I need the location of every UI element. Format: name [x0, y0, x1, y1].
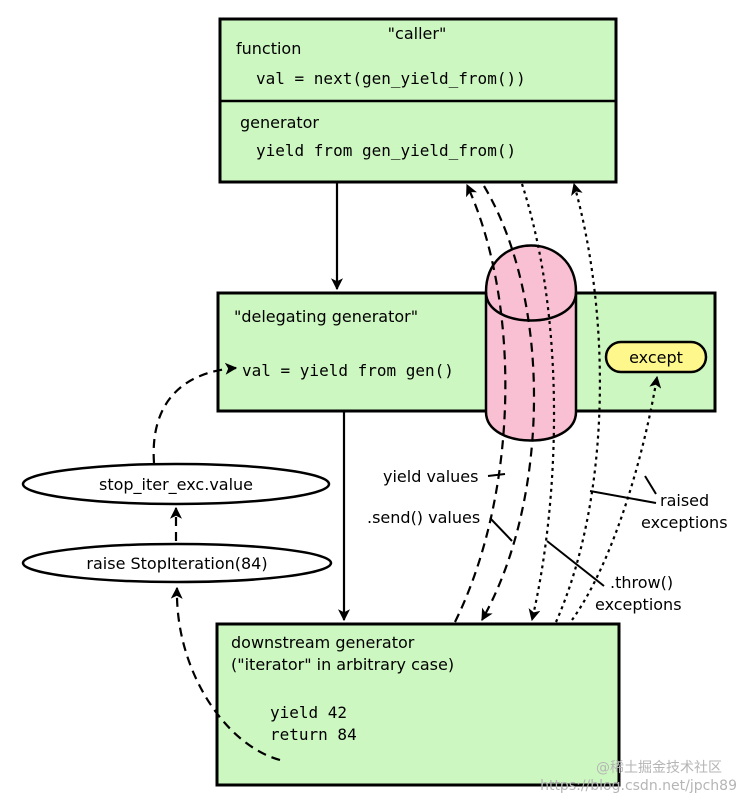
- caller-box: "caller" function val = next(gen_yield_f…: [218, 17, 618, 184]
- watermark-line2: https://blog.csdn.net/jpch89: [540, 778, 737, 794]
- send-values-leader: [489, 517, 513, 542]
- throw-exceptions-label-line1: .throw(): [610, 573, 673, 592]
- send-values-flow: [481, 185, 536, 622]
- caller-generator-label: generator: [240, 113, 319, 132]
- except-label: except: [629, 348, 683, 367]
- raised-exceptions-leader-a: [589, 490, 657, 504]
- raised-exceptions-label-line1: raised: [660, 491, 709, 510]
- throw-exceptions-flow: [520, 183, 556, 622]
- caller-function-label: function: [236, 39, 301, 58]
- send-values-label: .send() values: [367, 508, 480, 527]
- downstream-title-line1: downstream generator: [231, 633, 415, 652]
- raised-to-except-flow: [571, 375, 662, 621]
- yield-values-flow: [454, 183, 507, 623]
- downstream-generator-box: downstream generator ("iterator" in arbi…: [215, 622, 621, 787]
- yield-values-label: yield values: [383, 467, 478, 486]
- downstream-code-line2: return 84: [270, 725, 357, 744]
- except-pill: except: [604, 340, 708, 374]
- stop-iter-value-label: stop_iter_exc.value: [99, 475, 253, 495]
- delegating-title: "delegating generator": [234, 307, 418, 326]
- raise-stopiteration-ellipse: raise StopIteration(84): [21, 542, 333, 584]
- stop-iter-value-ellipse: stop_iter_exc.value: [21, 462, 331, 506]
- yield-values-leader: [487, 473, 506, 477]
- raised-exceptions-flow: [554, 182, 601, 623]
- value-to-delegating-arrow: [152, 362, 238, 464]
- throw-exceptions-leader: [546, 540, 605, 587]
- downstream-code-line1: yield 42: [270, 703, 347, 722]
- throw-exceptions-label-line2: exceptions: [595, 595, 682, 614]
- return-to-stopiteration-arrow: [170, 586, 281, 762]
- raised-exceptions-leader-b: [644, 475, 657, 495]
- raised-exceptions-label-line2: exceptions: [641, 513, 728, 532]
- caller-function-code: val = next(gen_yield_from()): [256, 69, 526, 88]
- caller-generator-code: yield from gen_yield_from(): [256, 141, 516, 160]
- downstream-title-line2: ("iterator" in arbitrary case): [231, 655, 454, 674]
- watermark-line1: @稀土掘金技术社区: [596, 760, 722, 776]
- caller-title: "caller": [388, 24, 447, 43]
- raise-stopiteration-label: raise StopIteration(84): [86, 554, 267, 573]
- delegating-code: val = yield from gen(): [242, 361, 454, 380]
